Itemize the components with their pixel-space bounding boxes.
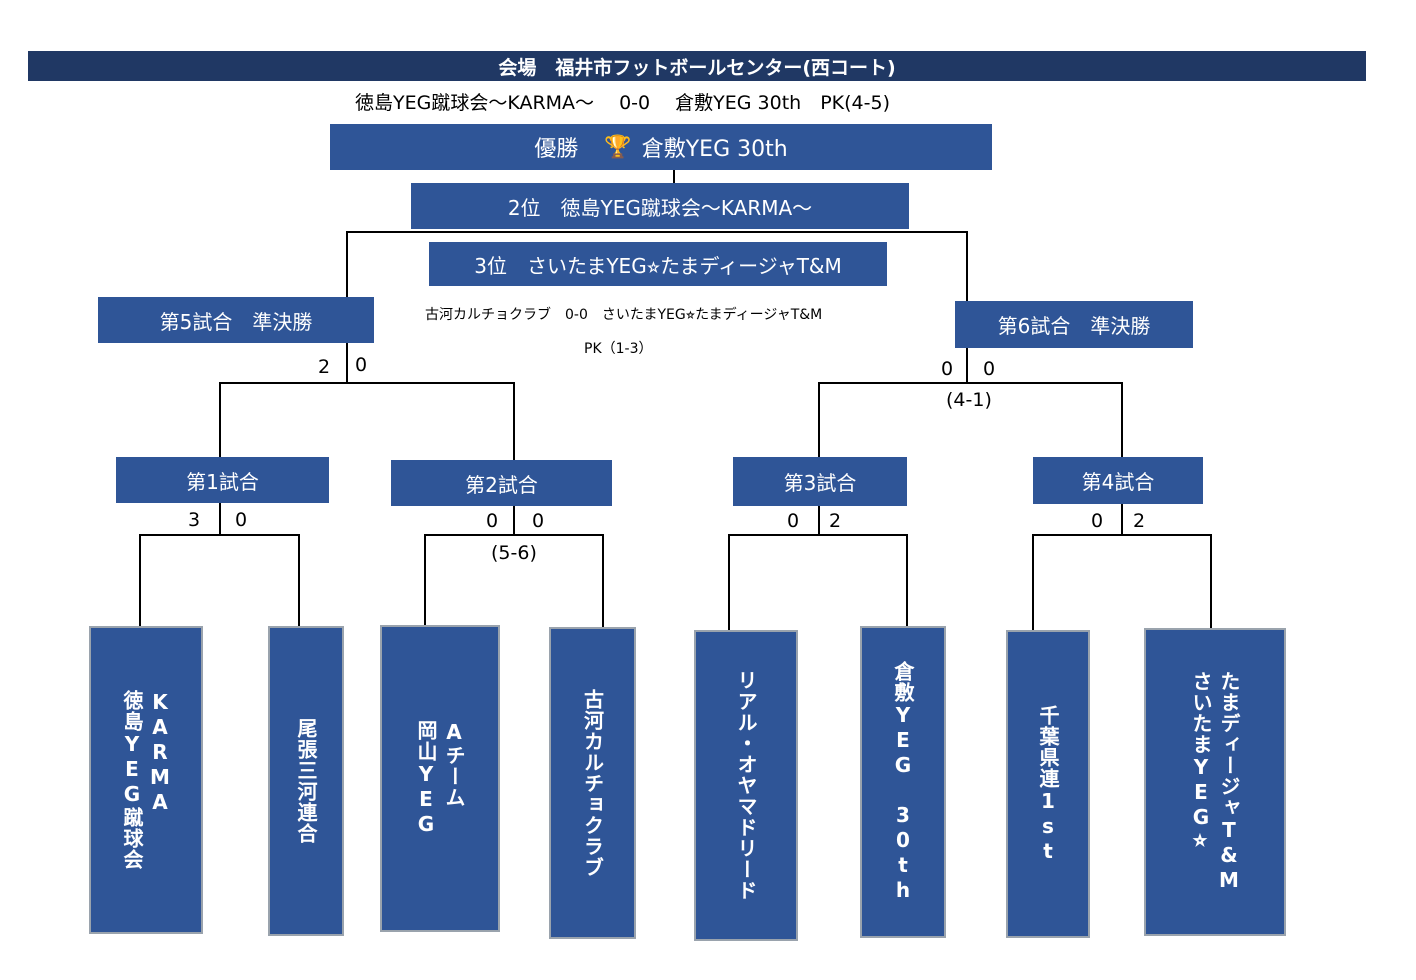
match-4-score-right: 2: [1133, 510, 1146, 532]
team-name-1: KARMA 徳島YEG蹴球会: [120, 690, 172, 870]
match-4-score-left: 0: [1091, 510, 1104, 532]
match-2-pk: (5-6): [491, 542, 537, 564]
final-bracket-right: [966, 231, 968, 301]
semifinal-6-score-right: 0: [983, 358, 996, 380]
team-box-4: 古河カルチョクラブ: [549, 627, 636, 939]
champion-box: 優勝 🏆 倉敷YEG 30th: [330, 124, 992, 170]
semifinal-5-box: 第5試合 準決勝: [98, 297, 374, 343]
trophy-icon: 🏆: [604, 134, 632, 160]
third-place-match-result: 古河カルチョクラブ 0-0 さいたまYEG⭐︎たまディージャT&M: [425, 307, 823, 323]
match-1-stem: [219, 503, 221, 536]
venue-header: 会場 福井市フットボールセンター(西コート): [28, 51, 1366, 81]
match-1-bracket-left: [139, 534, 141, 626]
match-2-bracket-right: [602, 534, 604, 627]
team-name-8: たまディージャT&M さいたまYEG⭐︎: [1189, 671, 1241, 893]
match-2-score-left: 0: [486, 510, 499, 532]
semifinal-5-score-right: 0: [355, 354, 368, 376]
semifinal-6-bracket-left: [818, 382, 820, 457]
match-4-box: 第4試合: [1033, 457, 1203, 504]
venue-title: 会場 福井市フットボールセンター(西コート): [498, 56, 896, 79]
semifinal-5-bracket-top: [219, 382, 515, 384]
match-2-stem: [513, 506, 515, 536]
match-1-label: 第1試合: [186, 469, 259, 494]
match-1-bracket-right: [298, 534, 300, 626]
match-1-bracket-top: [139, 534, 300, 536]
second-place-label: 2位 徳島YEG蹴球会～KARMA～: [507, 195, 813, 220]
champion-team: 倉敷YEG 30th: [641, 137, 788, 162]
semifinal-6-pk: (4-1): [946, 389, 992, 411]
match-3-score-left: 0: [787, 510, 800, 532]
semifinal-6-stem: [966, 348, 968, 383]
match-2-score-right: 0: [532, 510, 545, 532]
team-box-1: KARMA 徳島YEG蹴球会: [89, 626, 203, 934]
match-3-bracket-right: [906, 534, 908, 626]
third-place-match-pk: PK（1-3）: [584, 341, 653, 357]
semifinal-5-bracket-left: [219, 382, 221, 457]
team-box-7: 千葉県連1st: [1006, 630, 1090, 938]
team-box-8: たまディージャT&M さいたまYEG⭐︎: [1144, 628, 1286, 936]
third-place-box: 3位 さいたまYEG⭐︎たまディージャT&M: [429, 242, 887, 286]
semifinal-6-label: 第6試合 準決勝: [997, 314, 1151, 338]
third-place-label: 3位 さいたまYEG⭐︎たまディージャT&M: [474, 253, 842, 278]
final-result: 徳島YEG蹴球会～KARMA～ 0-0 倉敷YEG 30th PK(4-5): [355, 92, 890, 114]
team-name-2: 尾張三河連合: [294, 718, 318, 844]
match-3-stem: [818, 506, 820, 536]
semifinal-6-bracket-top: [818, 382, 1123, 384]
final-bracket-top: [346, 231, 968, 233]
match-2-box: 第2試合: [391, 460, 612, 506]
connector-line: [673, 170, 675, 183]
semifinal-6-score-left: 0: [941, 358, 954, 380]
match-3-label: 第3試合: [783, 471, 857, 495]
match-1-score-left: 3: [188, 509, 201, 531]
team-box-5: リアル・オヤマドリード: [694, 630, 798, 941]
team-box-2: 尾張三河連合: [268, 626, 344, 936]
team-name-4: 古河カルチョクラブ: [580, 688, 605, 878]
match-4-bracket-right: [1210, 534, 1212, 628]
team-name-7: 千葉県連1st: [1036, 704, 1060, 864]
match-2-label: 第2試合: [465, 472, 538, 497]
team-name-3: Aチーム 岡山YEG: [414, 720, 466, 837]
semifinal-5-stem: [346, 343, 348, 383]
semifinal-5-label: 第5試合 準決勝: [159, 309, 313, 334]
match-3-bracket-left: [728, 534, 730, 630]
match-3-bracket-top: [728, 534, 908, 536]
match-2-bracket-left: [424, 534, 426, 625]
team-box-6: 倉敷YEG 30th: [860, 626, 946, 938]
match-4-label: 第4試合: [1081, 470, 1155, 494]
match-3-box: 第3試合: [733, 457, 907, 506]
champion-label: 優勝: [534, 137, 579, 162]
semifinal-5-bracket-right: [513, 382, 515, 460]
match-4-bracket-left: [1032, 534, 1034, 630]
team-box-3: Aチーム 岡山YEG: [380, 625, 500, 932]
team-name-5: リアル・オヤマドリード: [734, 670, 758, 901]
semifinal-6-bracket-right: [1121, 382, 1123, 457]
final-bracket-left: [346, 231, 348, 297]
second-place-box: 2位 徳島YEG蹴球会～KARMA～: [411, 183, 909, 229]
semifinal-6-box: 第6試合 準決勝: [955, 301, 1193, 348]
match-3-score-right: 2: [829, 510, 842, 532]
match-4-stem: [1121, 504, 1123, 536]
team-name-6: 倉敷YEG 30th: [891, 661, 915, 903]
match-2-bracket-top: [424, 534, 604, 536]
match-4-bracket-top: [1032, 534, 1212, 536]
match-1-box: 第1試合: [116, 457, 329, 503]
match-1-score-right: 0: [235, 509, 248, 531]
semifinal-5-score-left: 2: [318, 356, 331, 378]
